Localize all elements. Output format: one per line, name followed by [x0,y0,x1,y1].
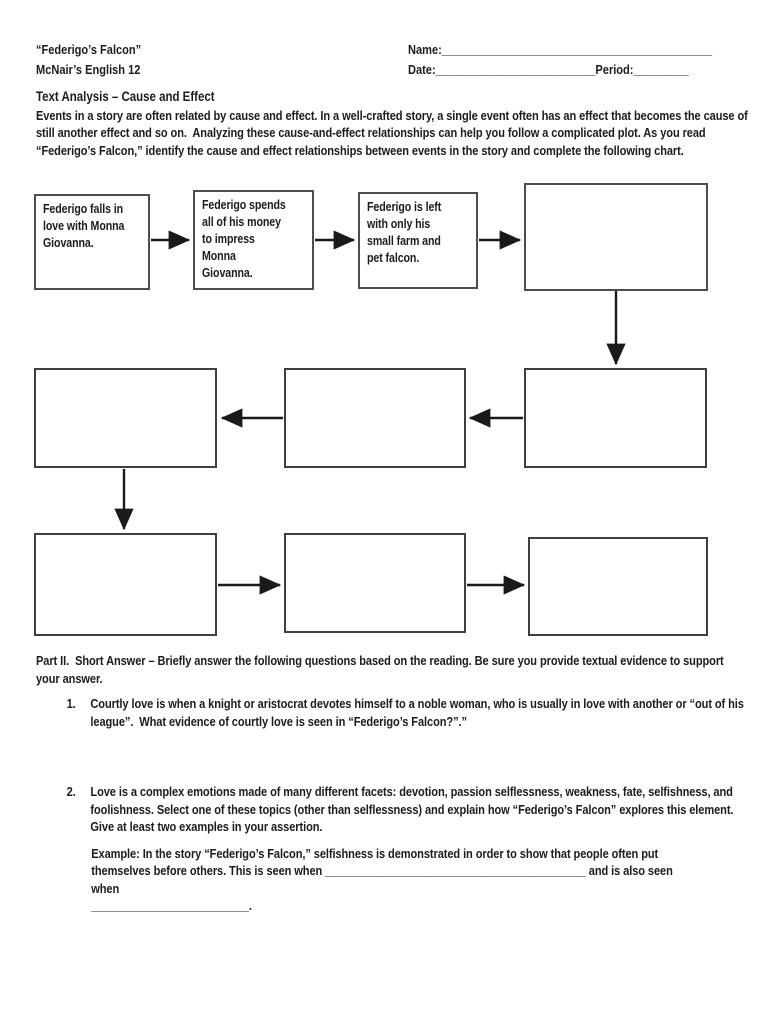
date-field-line: Date:__________________________Period:__… [408,60,765,80]
intro-paragraph: Events in a story are often related by c… [36,108,751,158]
question-2-text: Love is a complex emotions made of many … [90,784,737,834]
flowchart-box-9 [284,533,466,633]
question-2-number: 2. [66,784,76,799]
cause-effect-flowchart: Federigo falls in love with Monna Giovan… [0,180,768,650]
document-title: “Federigo’s Falcon” [36,42,142,57]
example-paragraph: Example: In the story “Federigo’s Falcon… [91,845,703,915]
flowchart-arrows [114,230,626,595]
period-label: Period: [595,62,634,77]
name-blank-line: ________________________________________… [441,42,713,57]
flowchart-box-2: Federigo spends all of his money to impr… [193,190,314,290]
name-field-line: Name:___________________________________… [408,40,765,60]
period-blank-line: _________ [633,62,689,77]
part2-section: Part II. Short Answer – Briefly answer t… [36,652,750,915]
flowchart-box-8 [34,533,217,636]
flowchart-box-3: Federigo is left with only his small far… [358,192,478,289]
flowchart-box-2-text: Federigo spends all of his money to impr… [202,198,286,280]
part2-heading: Part II. Short Answer – Briefly answer t… [36,653,727,686]
class-name: McNair’s English 12 [36,62,141,77]
document-header-right: Name:___________________________________… [408,40,765,80]
flowchart-box-1-text: Federigo falls in love with Monna Giovan… [43,202,125,250]
example-blank-line: __________________________. [91,898,252,913]
example-text: In the story “Federigo’s Falcon,” selfis… [91,845,676,896]
date-label: Date: [408,62,436,77]
example-label: Example: [91,845,140,861]
name-label: Name: [408,42,442,57]
flowchart-box-4 [524,183,708,291]
question-1-number: 1. [66,696,76,711]
question-2: 2. Love is a complex emotions made of ma… [67,783,750,836]
section-title: Text Analysis – Cause and Effect [36,89,215,104]
question-1: 1. Courtly love is when a knight or aris… [67,695,750,730]
flowchart-box-3-text: Federigo is left with only his small far… [367,200,442,265]
flowchart-box-6 [284,368,466,468]
flowchart-box-5 [34,368,217,468]
question-1-text: Courtly love is when a knight or aristoc… [90,696,747,729]
flowchart-box-1: Federigo falls in love with Monna Giovan… [34,194,150,290]
document-header-left: “Federigo’s Falcon” McNair’s English 12 [36,40,141,80]
flowchart-box-10 [528,537,708,636]
flowchart-box-7 [524,368,707,468]
date-blank-line: __________________________ [435,62,596,77]
